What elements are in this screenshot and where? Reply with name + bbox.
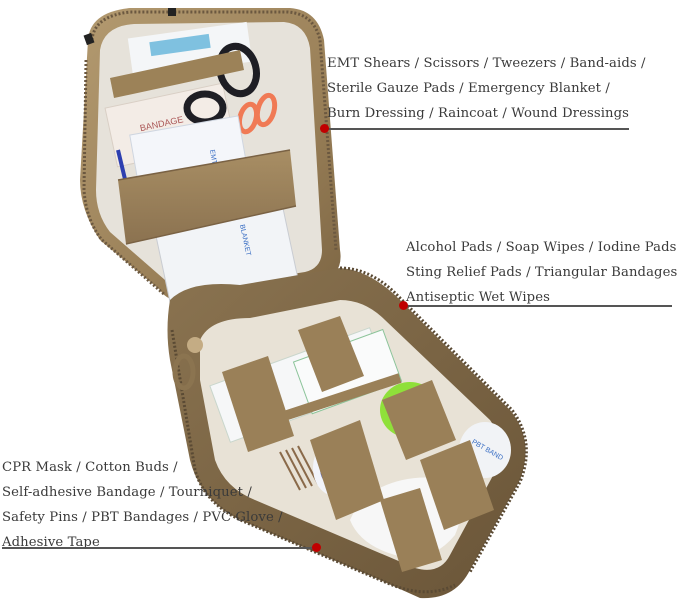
callout-rule	[404, 305, 672, 307]
callout-middle-right: Alcohol Pads / Soap Wipes / Iodine Pads …	[406, 235, 679, 310]
callout-dot	[399, 301, 408, 310]
callout-top-right: EMT Shears / Scissors / Tweezers / Band-…	[327, 51, 646, 126]
callout-dot	[320, 124, 329, 133]
callout-line: Sting Relief Pads / Triangular Bandages …	[406, 265, 679, 280]
callout-line: EMT Shears / Scissors / Tweezers / Band-…	[327, 56, 646, 71]
callout-line: Burn Dressing / Raincoat / Wound Dressin…	[327, 106, 630, 121]
callout-rule	[2, 547, 316, 549]
callout-line: Sterile Gauze Pads / Emergency Blanket /	[327, 81, 610, 96]
callout-dot	[312, 543, 321, 552]
bottom-contents: PBT BAND	[209, 316, 511, 572]
callout-line: Self-adhesive Bandage / Tourniquet /	[2, 485, 252, 500]
callout-line: Alcohol Pads / Soap Wipes / Iodine Pads …	[406, 240, 679, 255]
callout-line: Safety Pins / PBT Bandages / PVC Glove /	[2, 510, 283, 525]
callout-line: Adhesive Tape	[2, 535, 100, 550]
callout-line: Antiseptic Wet Wipes	[406, 290, 550, 305]
top-flap-contents: BANDAGE EMT BLANKET	[104, 21, 298, 313]
callout-bottom-left: CPR Mask / Cotton Buds / Self-adhesive B…	[2, 455, 283, 555]
callout-rule	[326, 128, 629, 130]
callout-line: CPR Mask / Cotton Buds /	[2, 460, 178, 475]
svg-text:EMT: EMT	[208, 149, 218, 165]
